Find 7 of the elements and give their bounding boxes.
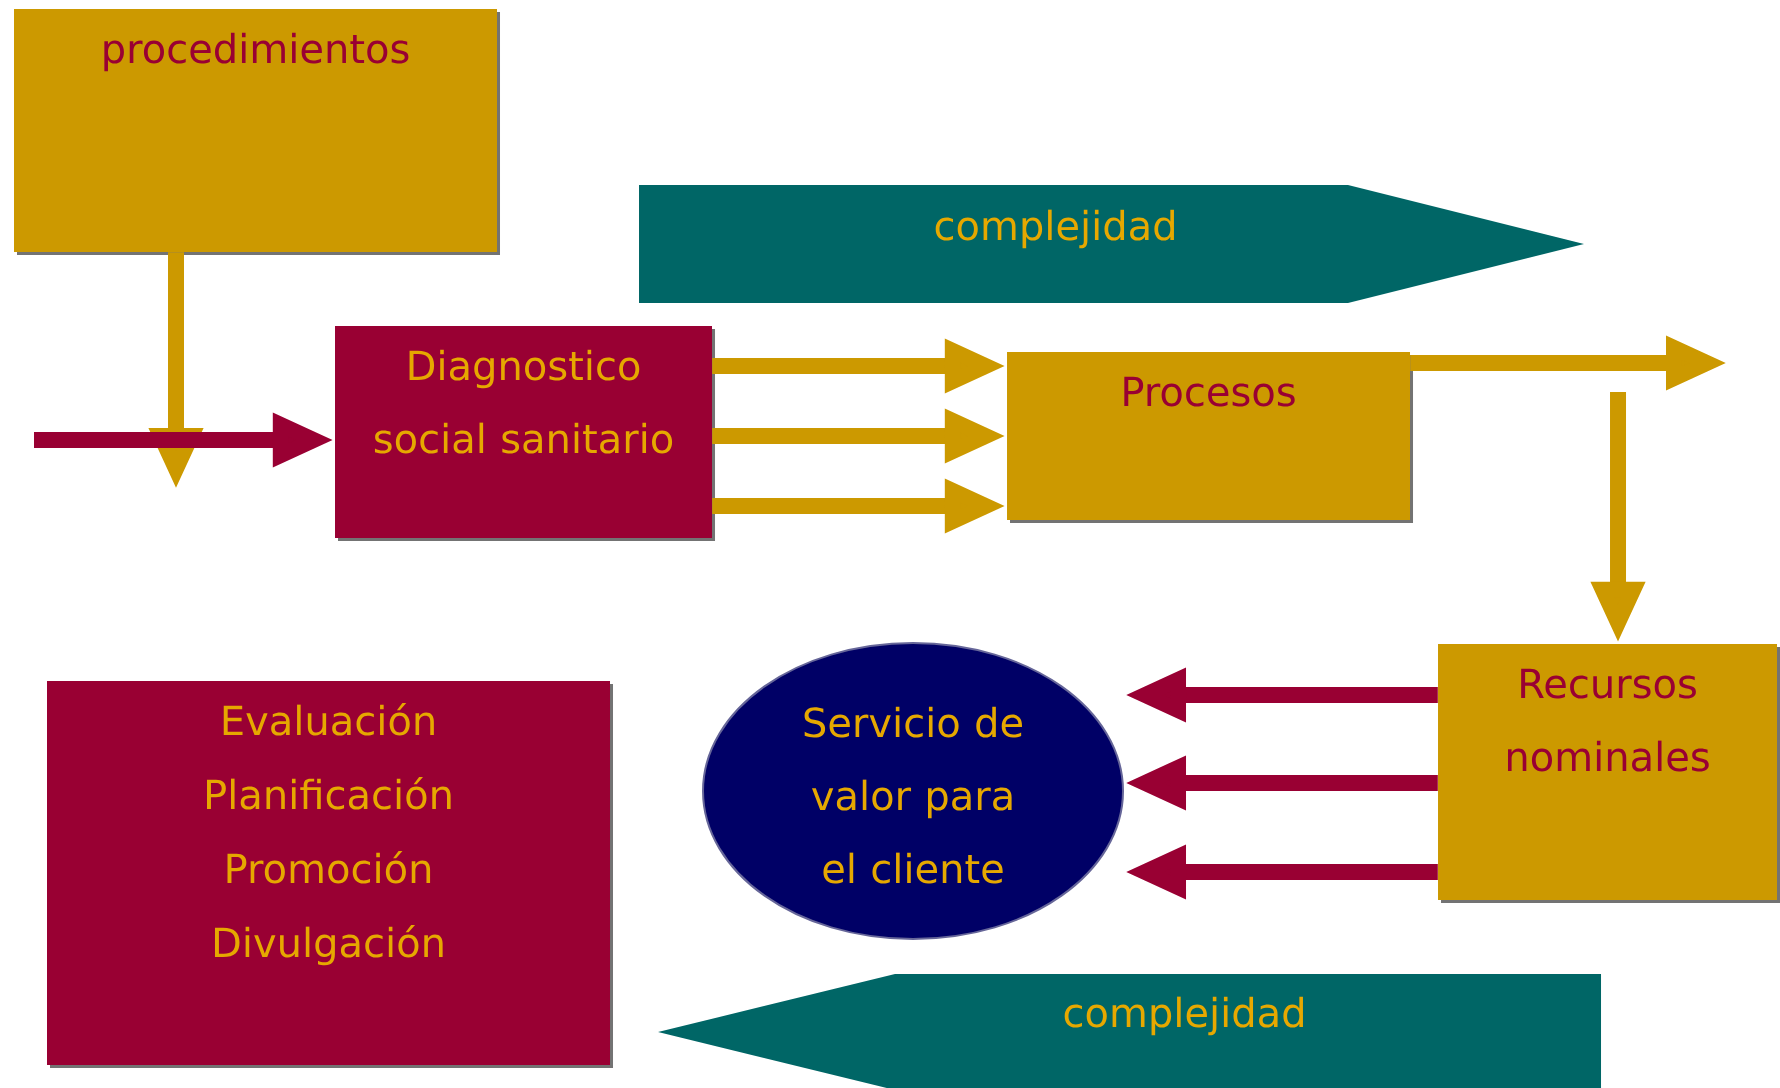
process-box: Evaluación Planificación Promoción Divulgación: [47, 681, 613, 1068]
arrow-band: complejidad: [639, 185, 1584, 303]
process-box: procedimientos: [14, 9, 500, 255]
arrow-band: complejidad: [658, 974, 1601, 1088]
process-box: Procesos: [1007, 352, 1413, 523]
process-box: Recursos nominales: [1438, 644, 1780, 903]
process-box: Diagnostico social sanitario: [335, 326, 715, 541]
